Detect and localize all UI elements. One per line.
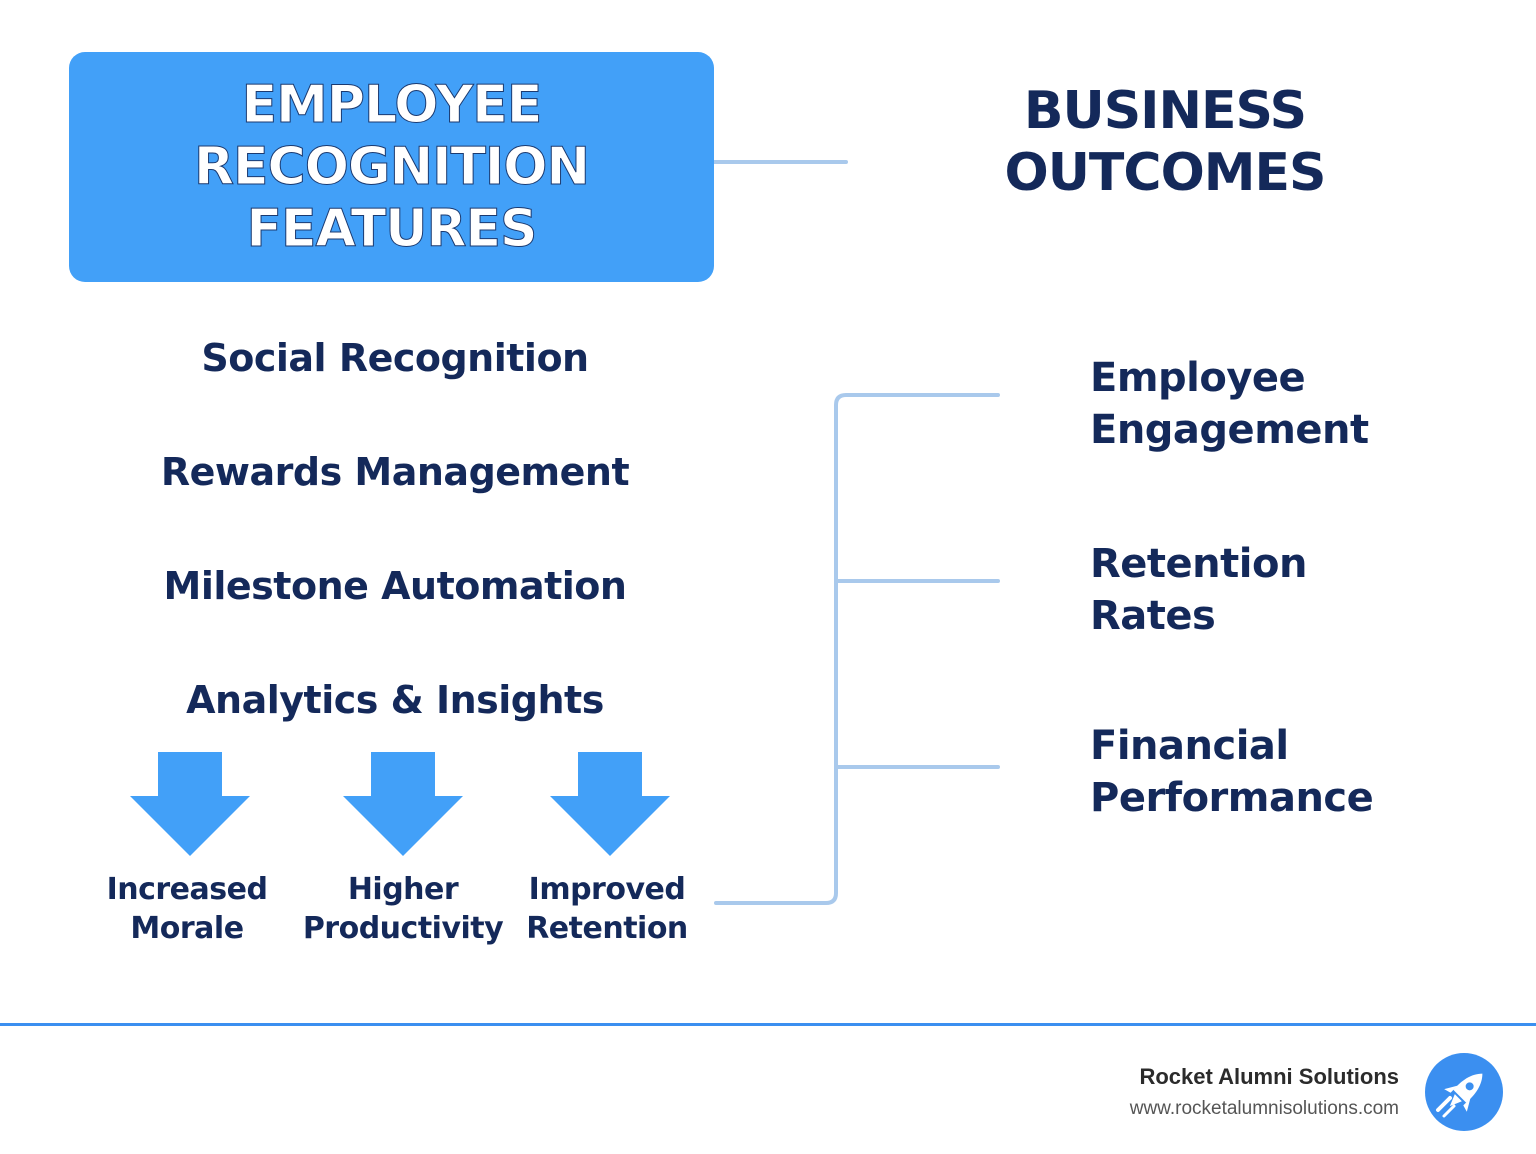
rocket-icon (1425, 1053, 1503, 1131)
features-title-line-1: EMPLOYEE (241, 75, 543, 136)
outcome-line-2: Engagement (1090, 407, 1369, 453)
outcomes-title-line-2: OUTCOMES (1004, 143, 1327, 203)
features-title-line-3: FEATURES (246, 199, 538, 260)
feature-milestone-automation: Milestone Automation (163, 564, 627, 608)
outcome-line-1: Employee (1090, 355, 1306, 401)
outcome-employee-engagement: Employee Engagement (1090, 352, 1450, 456)
outcome-retention-rates: Retention Rates (1090, 538, 1450, 642)
benefit-line-1: Higher (347, 872, 459, 907)
brand-url[interactable]: www.rocketalumnisolutions.com (1129, 1098, 1399, 1119)
benefit-line-2: Retention (526, 911, 688, 946)
benefit-increased-morale: Increased Morale (82, 870, 292, 948)
features-header-box: EMPLOYEE RECOGNITION FEATURES (69, 52, 714, 282)
outcome-line-1: Retention (1090, 541, 1307, 587)
benefit-higher-productivity: Higher Productivity (298, 870, 508, 948)
outcome-line-2: Rates (1090, 593, 1216, 639)
features-title-line-2: RECOGNITION (193, 137, 590, 198)
outcome-financial-performance: Financial Performance (1090, 720, 1450, 824)
outcomes-title-line-1: BUSINESS (1023, 81, 1307, 141)
feature-analytics-insights: Analytics & Insights (186, 678, 604, 722)
brand-name: Rocket Alumni Solutions (1139, 1064, 1399, 1089)
arrow-down-icon (130, 752, 250, 856)
outcome-line-2: Performance (1090, 775, 1374, 821)
arrow-down-icon (550, 752, 670, 856)
benefit-line-1: Improved (528, 872, 686, 907)
feature-social-recognition: Social Recognition (201, 336, 589, 380)
benefit-line-2: Morale (130, 911, 244, 946)
arrow-down-icon (343, 752, 463, 856)
feature-rewards-management: Rewards Management (160, 450, 630, 494)
benefit-improved-retention: Improved Retention (502, 870, 712, 948)
outcome-line-1: Financial (1090, 723, 1289, 769)
footer-divider (0, 1023, 1536, 1026)
benefit-line-1: Increased (106, 872, 268, 907)
benefit-line-2: Productivity (302, 911, 504, 946)
benefits-connector (714, 393, 1000, 905)
outcomes-heading: BUSINESS OUTCOMES (960, 80, 1370, 204)
